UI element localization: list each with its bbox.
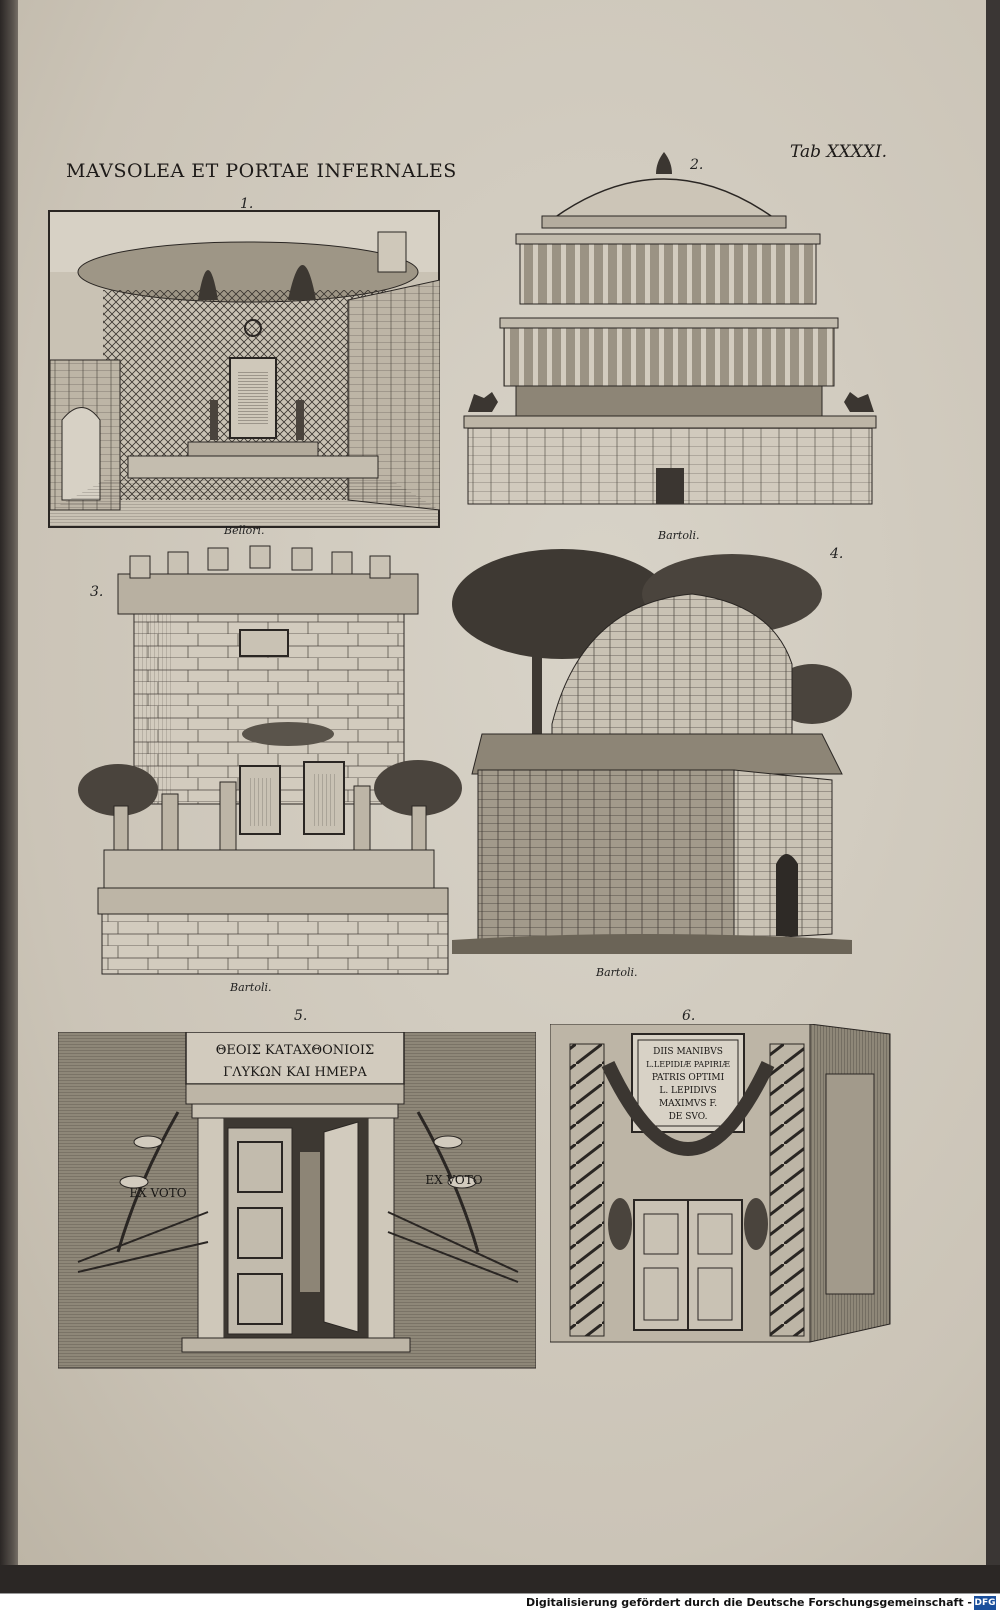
figure-6-altar-tomb: DIIS MANIBVS L.LEPIDIÆ PAPIRIÆ PATRIS OP… xyxy=(550,1024,896,1352)
figure-5-inscription-line2: ΓΛΥΚΩΝ ΚΑΙ ΗΜΕΡΑ xyxy=(223,1065,367,1080)
figure-6-number: 6. xyxy=(682,1008,696,1024)
figure-5-gate-relief: ΘΕΟΙΣ ΚΑΤΑΧΘΟΝΙΟΙΣ ΓΛΥΚΩΝ ΚΑΙ ΗΜΕΡΑ EX V… xyxy=(58,1032,536,1380)
figure-6-inscription-line5: MAXIMVS F. xyxy=(659,1099,717,1109)
figure-4-credit: Bartoli. xyxy=(596,966,638,979)
figure-5-inscription-line1: ΘΕΟΙΣ ΚΑΤΑΧΘΟΝΙΟΙΣ xyxy=(216,1043,375,1058)
figure-6-inscription-line1: DIIS MANIBVS xyxy=(653,1047,723,1057)
figure-1-credit: Bellori. xyxy=(224,524,265,537)
figure-6-inscription-line3: PATRIS OPTIMI xyxy=(652,1073,725,1083)
figure-2-hadrian-mausoleum xyxy=(446,150,896,518)
figure-3-number: 3. xyxy=(90,584,104,600)
figure-6-inscription-line6: DE SVO. xyxy=(669,1112,708,1122)
digitization-footer: Digitalisierung gefördert durch die Deut… xyxy=(0,1593,1000,1613)
figure-4-number: 4. xyxy=(830,546,844,562)
page-title: MAVSOLEA ET PORTAE INFERNALES xyxy=(66,160,457,182)
figure-6-inscription-line4: L. LEPIDIVS xyxy=(659,1086,716,1096)
dfg-logo-icon[interactable]: DFG xyxy=(974,1596,996,1610)
figure-1-number: 1. xyxy=(240,196,254,212)
figure-3-credit: Bartoli. xyxy=(230,981,272,994)
book-bottom-edge xyxy=(0,1565,1000,1593)
plate-number: Tab XXXXI. xyxy=(790,142,887,162)
figure-6-inscription-line2: L.LEPIDIÆ PAPIRIÆ xyxy=(646,1060,730,1069)
figure-5-left-votive: EX VOTO xyxy=(129,1186,186,1200)
figure-5-right-votive: EX VOTO xyxy=(425,1173,482,1187)
funding-notice: Digitalisierung gefördert durch die Deut… xyxy=(525,1596,972,1609)
figure-2-number: 2. xyxy=(690,157,704,173)
figure-2-credit: Bartoli. xyxy=(658,529,700,542)
engraved-plate-page: MAVSOLEA ET PORTAE INFERNALES Tab XXXXI.… xyxy=(18,0,986,1565)
figure-1-mausoleum-interior xyxy=(48,210,440,528)
figure-5-number: 5. xyxy=(294,1008,308,1024)
figure-4-ruined-tomb xyxy=(442,544,862,966)
figure-3-round-tomb xyxy=(58,538,466,988)
book-spine xyxy=(0,0,22,1612)
